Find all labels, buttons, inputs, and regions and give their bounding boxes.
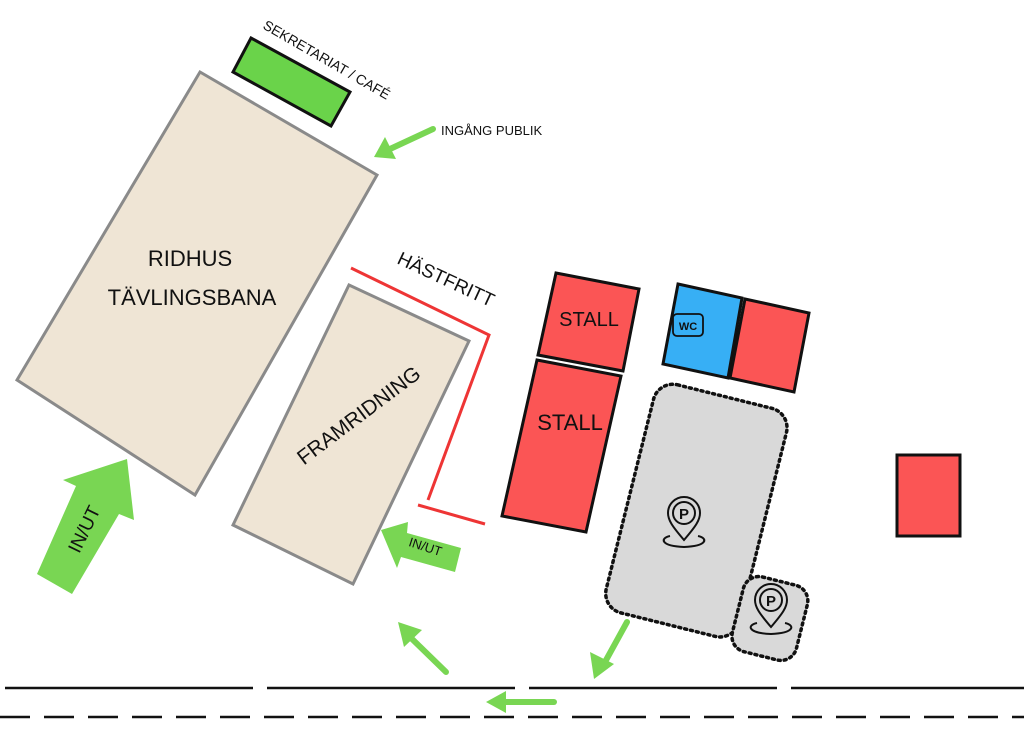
warmup-entrance-arrow: IN/UT bbox=[381, 522, 461, 572]
public-entrance-arrow-shaft bbox=[387, 126, 436, 152]
ridhus-building: RIDHUS TÄVLINGSBANA bbox=[14, 69, 380, 498]
parking-large: P bbox=[603, 382, 789, 639]
stall-top-label: STALL bbox=[559, 309, 619, 331]
stall-bottom-shape bbox=[500, 358, 623, 534]
parking-exit-arrow-shaft bbox=[602, 619, 630, 665]
ridhus-shape bbox=[14, 69, 380, 498]
no-horse-zone-line-top bbox=[350, 266, 491, 501]
warmup-entrance-arrow-shape bbox=[381, 522, 461, 572]
framridning-arena: FRAMRIDNING bbox=[231, 283, 472, 587]
framridning-shape bbox=[231, 283, 472, 587]
main-entrance-arrow: IN/UT bbox=[37, 459, 134, 594]
parking-small-icon: P bbox=[749, 583, 793, 636]
svg-text:P: P bbox=[766, 593, 776, 610]
wc-sign bbox=[672, 313, 704, 337]
ridhus-label-line1: RIDHUS bbox=[148, 246, 232, 271]
parking-exit-arrow-head bbox=[590, 652, 614, 679]
parking-large-icon: P bbox=[662, 496, 706, 549]
no-horse-zone-line-bottom bbox=[417, 503, 486, 526]
parking-exit-arrow bbox=[590, 619, 630, 679]
public-entrance-arrow-head bbox=[374, 137, 396, 159]
parking-small: P bbox=[730, 574, 810, 663]
road-to-warmup-arrow bbox=[398, 622, 449, 675]
red-building-right-shape bbox=[895, 453, 962, 538]
road-direction-arrow bbox=[486, 691, 557, 713]
stall-top-shape bbox=[536, 271, 641, 373]
road-to-warmup-arrow-shaft bbox=[407, 634, 449, 675]
svg-text:P: P bbox=[679, 506, 689, 523]
road bbox=[0, 686, 1024, 719]
red-building-near-wc bbox=[728, 297, 811, 394]
main-entrance-arrow-shape bbox=[37, 459, 134, 594]
road-direction-arrow-head bbox=[486, 691, 506, 713]
red-building-right bbox=[895, 453, 962, 538]
public-entrance: INGÅNG PUBLIK bbox=[374, 123, 542, 159]
public-entrance-label: INGÅNG PUBLIK bbox=[441, 123, 542, 138]
no-horse-zone-label: HÄSTFRITT bbox=[394, 248, 498, 311]
wc-label: WC bbox=[679, 321, 697, 333]
parking-large-area bbox=[603, 382, 789, 639]
ridhus-label-line2: TÄVLINGSBANA bbox=[108, 285, 277, 310]
red-building-near-wc-shape bbox=[728, 297, 811, 394]
wc-building: WC bbox=[661, 282, 744, 380]
stall-bottom-building: STALL bbox=[500, 358, 623, 534]
stall-bottom-label: STALL bbox=[537, 410, 603, 435]
stall-top-building: STALL bbox=[536, 271, 641, 373]
road-to-warmup-arrow-head bbox=[398, 622, 422, 647]
parking-small-area bbox=[730, 574, 810, 663]
secretariat-shape bbox=[230, 35, 353, 129]
